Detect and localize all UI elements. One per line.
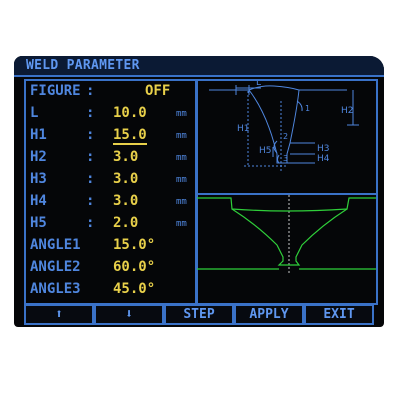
param-label: H3 [30,171,47,187]
param-row-figure[interactable]: FIGURE : OFF [26,81,196,103]
diagram-label-h2: H2 [341,106,354,116]
figure-divider [197,193,376,195]
profile-groove-line [231,208,348,266]
angle1-arc [296,100,303,112]
param-label: ANGLE3 [30,281,81,297]
param-label: H5 [30,215,47,231]
param-row-h1[interactable]: H1 : 15.0 mm [26,125,196,147]
param-row-l[interactable]: L : 10.0 mm [26,103,196,125]
param-value[interactable]: 3.0 [113,149,139,165]
apply-button[interactable]: APPLY [234,304,304,325]
param-label: L [30,105,39,121]
param-unit: mm [176,131,187,141]
param-value[interactable]: 2.0 [113,215,139,231]
param-row-angle3[interactable]: ANGLE3 45.0° [26,279,196,301]
param-row-h3[interactable]: H3 : 3.0 mm [26,169,196,191]
param-colon: : [86,105,95,121]
button-bar: ⬆ ⬇ STEP APPLY EXIT [24,304,376,325]
param-unit: mm [176,219,187,229]
param-row-h5[interactable]: H5 : 2.0 mm [26,213,196,235]
weld-geometry-diagram: L H1 H2 H3 H4 H5 1 2 3 [209,81,359,171]
diagram-label-h5: H5 [259,146,272,156]
diagram-label-h4: H4 [317,154,330,164]
param-value[interactable]: OFF [145,83,171,99]
param-unit: mm [176,109,187,119]
param-label: FIGURE [30,83,81,99]
angle3-arc [277,154,280,164]
param-colon: : [86,127,95,143]
diagram-label-angle3: 3 [283,154,288,163]
profile-top-line [197,197,376,212]
param-value[interactable]: 45.0° [113,281,156,297]
param-colon: : [86,83,95,99]
param-label: H2 [30,149,47,165]
diagram-label-angle1: 1 [305,104,310,113]
weld-profile-preview [197,195,376,275]
diagram-label-l: L [256,81,261,88]
param-colon: : [86,215,95,231]
param-value[interactable]: 60.0° [113,259,156,275]
param-colon: : [86,149,95,165]
param-value[interactable]: 3.0 [113,193,139,209]
step-button[interactable]: STEP [164,304,234,325]
diagram-label-angle2: 2 [283,132,288,141]
param-row-angle1[interactable]: ANGLE1 15.0° [26,235,196,257]
param-value[interactable]: 15.0° [113,237,156,253]
param-unit: mm [176,153,187,163]
param-row-h2[interactable]: H2 : 3.0 mm [26,147,196,169]
groove-profile [248,85,300,164]
diagram-label-h1: H1 [237,124,250,134]
diagram-label-h3: H3 [317,144,330,154]
parameter-panel: FIGURE : OFF L : 10.0 mm H1 : 15.0 mm H2… [24,79,198,305]
up-button[interactable]: ⬆ [24,304,94,325]
title-bar: WELD PARAMETER [14,56,384,77]
weld-parameter-screen: WELD PARAMETER FIGURE : OFF L : 10.0 mm … [14,56,384,327]
param-label: ANGLE2 [30,259,81,275]
down-button[interactable]: ⬇ [94,304,164,325]
param-unit: mm [176,175,187,185]
param-label: H1 [30,127,47,143]
page-title: WELD PARAMETER [26,58,140,73]
param-row-angle2[interactable]: ANGLE2 60.0° [26,257,196,279]
angle2-arc [273,140,278,154]
figure-panel: L H1 H2 H3 H4 H5 1 2 3 [195,79,378,305]
param-colon: : [86,193,95,209]
param-unit: mm [176,197,187,207]
exit-button[interactable]: EXIT [304,304,374,325]
param-row-h4[interactable]: H4 : 3.0 mm [26,191,196,213]
param-label: H4 [30,193,47,209]
param-value-selected[interactable]: 15.0 [113,127,147,145]
param-label: ANGLE1 [30,237,81,253]
param-value[interactable]: 3.0 [113,171,139,187]
param-value[interactable]: 10.0 [113,105,147,121]
param-colon: : [86,171,95,187]
